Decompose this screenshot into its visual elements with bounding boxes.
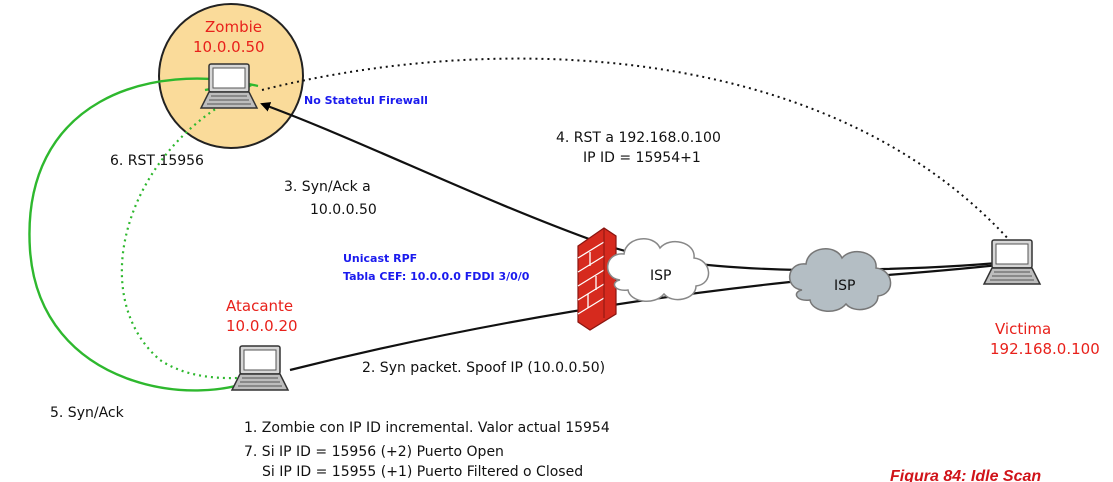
zombie-laptop-icon	[200, 63, 258, 109]
victim-name: Victima	[995, 320, 1051, 338]
zombie-name: Zombie	[205, 18, 262, 36]
attacker-name: Atacante	[226, 297, 293, 315]
step-6: 6. RST 15956	[110, 153, 204, 169]
green-rst-dotted-arrow	[120, 105, 264, 384]
green-syn-ack-loop	[28, 77, 264, 392]
step-1: 1. Zombie con IP ID incremental. Valor a…	[244, 420, 610, 436]
step-5: 5. Syn/Ack	[50, 405, 125, 421]
firewall-icon	[577, 227, 617, 331]
step-4-line2: IP ID = 15954+1	[583, 150, 701, 166]
attacker-ip: 10.0.0.20	[226, 317, 298, 335]
rpf-note-line1: Unicast RPF	[343, 252, 417, 265]
step-3-line1: 3. Syn/Ack a	[284, 179, 371, 195]
victim-ip: 192.168.0.100	[990, 340, 1100, 358]
step-7-line1: 7. Si IP ID = 15956 (+2) Puerto Open	[244, 444, 504, 460]
syn-packet-arrow	[289, 258, 1026, 372]
attacker-laptop-icon	[231, 345, 289, 391]
step-7-line2: Si IP ID = 15955 (+1) Puerto Filtered o …	[262, 464, 583, 480]
isp-1-label: ISP	[650, 268, 671, 284]
rst-to-victim-arrow	[261, 57, 1030, 264]
figure-caption: Figura 84: Idle Scan	[890, 468, 1041, 482]
step-3-line2: 10.0.0.50	[310, 202, 377, 218]
firewall-note: No Statetul Firewall	[304, 94, 428, 107]
victim-laptop-icon	[983, 239, 1041, 285]
rpf-note-line2: Tabla CEF: 10.0.0.0 FDDI 3/0/0	[343, 270, 530, 283]
isp-2-label: ISP	[834, 278, 855, 294]
step-2: 2. Syn packet. Spoof IP (10.0.0.50)	[362, 360, 605, 376]
step-4-line1: 4. RST a 192.168.0.100	[556, 130, 721, 146]
zombie-ip: 10.0.0.50	[193, 38, 265, 56]
